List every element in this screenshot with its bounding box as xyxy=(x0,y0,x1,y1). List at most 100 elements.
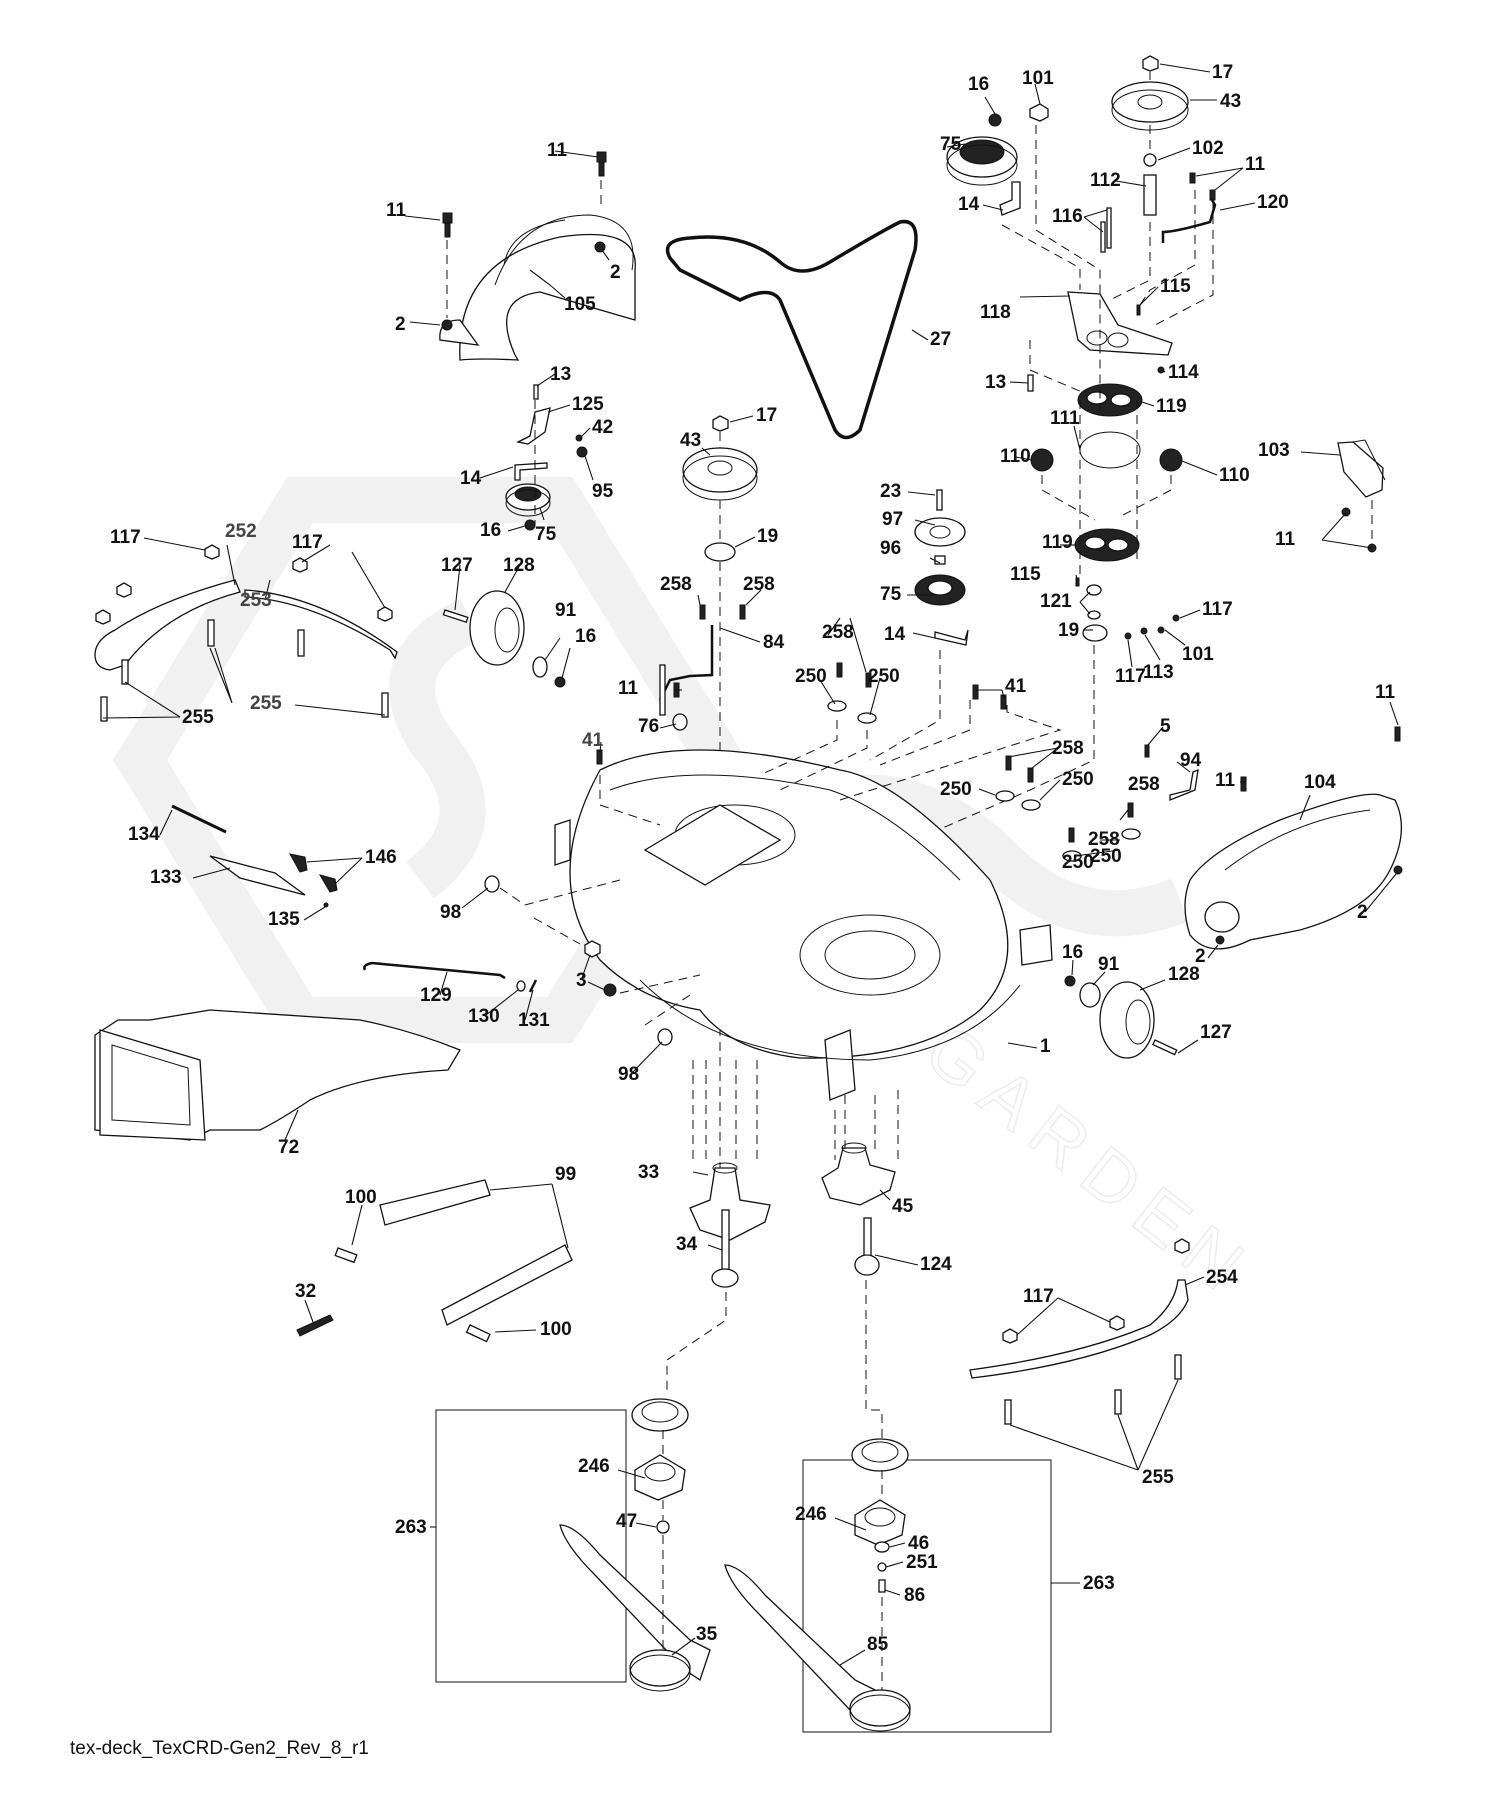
callout-76[interactable]: 76 xyxy=(638,716,659,737)
callout-2[interactable]: 2 xyxy=(1357,902,1368,923)
discharge-cover-104[interactable] xyxy=(1184,793,1403,950)
discharge-chute-72[interactable] xyxy=(94,1009,461,1141)
blade-85[interactable] xyxy=(724,1564,876,1722)
rod-84[interactable] xyxy=(658,625,714,701)
callout-85[interactable]: 85 xyxy=(867,1634,889,1655)
callout-102[interactable]: 102 xyxy=(1192,138,1224,159)
callout-118[interactable]: 118 xyxy=(980,302,1011,323)
pulley-43[interactable] xyxy=(682,447,758,501)
callout-75[interactable]: 75 xyxy=(940,134,962,155)
callout-33[interactable]: 33 xyxy=(638,1162,659,1183)
callout-115[interactable]: 115 xyxy=(1010,564,1041,585)
callout-95[interactable]: 95 xyxy=(592,481,614,502)
idler-pulley-75[interactable] xyxy=(914,574,966,606)
callout-17[interactable]: 17 xyxy=(1212,62,1233,83)
callout-114[interactable]: 114 xyxy=(1168,362,1199,383)
callout-86[interactable]: 86 xyxy=(904,1585,925,1606)
belt-cover-105[interactable] xyxy=(439,214,636,361)
spindle-shaft-34[interactable] xyxy=(711,1209,739,1288)
callout-251[interactable]: 251 xyxy=(906,1552,938,1573)
callout-5[interactable]: 5 xyxy=(1160,716,1171,737)
callout-127[interactable]: 127 xyxy=(441,555,473,576)
callout-104[interactable]: 104 xyxy=(1304,772,1336,793)
callout-16[interactable]: 16 xyxy=(1062,942,1083,963)
spindle-housing-45[interactable] xyxy=(821,1142,896,1206)
callout-32[interactable]: 32 xyxy=(295,1281,316,1302)
callout-250[interactable]: 250 xyxy=(868,666,900,687)
callout-19[interactable]: 19 xyxy=(757,526,778,547)
pulley-43[interactable] xyxy=(1111,81,1189,131)
callout-254[interactable]: 254 xyxy=(1206,1267,1238,1288)
callout-110[interactable]: 110 xyxy=(1219,465,1250,486)
gear-119[interactable] xyxy=(1074,528,1140,562)
callout-250[interactable]: 250 xyxy=(1062,769,1094,790)
callout-100[interactable]: 100 xyxy=(540,1319,572,1340)
callout-94[interactable]: 94 xyxy=(1180,750,1202,771)
callout-45[interactable]: 45 xyxy=(892,1196,914,1217)
callout-124[interactable]: 124 xyxy=(920,1254,952,1275)
callout-91[interactable]: 91 xyxy=(555,600,577,621)
callout-99[interactable]: 99 xyxy=(555,1164,576,1185)
callout-250[interactable]: 250 xyxy=(1062,852,1094,873)
callout-250[interactable]: 250 xyxy=(940,779,972,800)
callout-258[interactable]: 258 xyxy=(660,574,692,595)
callout-250[interactable]: 250 xyxy=(1090,846,1122,867)
callout-11[interactable]: 11 xyxy=(1245,154,1266,175)
callout-258[interactable]: 258 xyxy=(743,574,775,595)
callout-11[interactable]: 11 xyxy=(1275,529,1296,550)
callout-258[interactable]: 258 xyxy=(1052,738,1084,759)
callout-1[interactable]: 1 xyxy=(1040,1036,1051,1057)
callout-253[interactable]: 253 xyxy=(240,590,272,611)
callout-125[interactable]: 125 xyxy=(572,394,604,415)
idler-pulley-75[interactable] xyxy=(946,136,1018,186)
callout-101[interactable]: 101 xyxy=(1182,644,1214,665)
callout-119[interactable]: 119 xyxy=(1156,396,1187,417)
callout-96[interactable]: 96 xyxy=(880,538,901,559)
callout-16[interactable]: 16 xyxy=(480,520,501,541)
callout-16[interactable]: 16 xyxy=(968,74,989,95)
callout-115[interactable]: 115 xyxy=(1160,276,1191,297)
callout-250[interactable]: 250 xyxy=(795,666,827,687)
callout-135[interactable]: 135 xyxy=(268,909,300,930)
callout-110[interactable]: 110 xyxy=(1000,446,1031,467)
callout-72[interactable]: 72 xyxy=(278,1137,299,1158)
arm-99[interactable] xyxy=(379,1179,491,1226)
callout-46[interactable]: 46 xyxy=(908,1533,929,1554)
callout-16[interactable]: 16 xyxy=(575,626,596,647)
callout-2[interactable]: 2 xyxy=(1195,946,1206,967)
callout-127[interactable]: 127 xyxy=(1200,1022,1232,1043)
callout-84[interactable]: 84 xyxy=(763,632,785,653)
callout-116[interactable]: 116 xyxy=(1052,206,1083,227)
callout-23[interactable]: 23 xyxy=(880,481,901,502)
callout-255[interactable]: 255 xyxy=(182,707,214,728)
callout-258[interactable]: 258 xyxy=(1128,774,1160,795)
callout-128[interactable]: 128 xyxy=(503,555,535,576)
callout-17[interactable]: 17 xyxy=(756,405,777,426)
blade-adapter-right[interactable] xyxy=(851,1438,909,1472)
callout-75[interactable]: 75 xyxy=(535,524,557,545)
mower-deck-1[interactable] xyxy=(554,749,1053,1101)
callout-3[interactable]: 3 xyxy=(576,970,587,991)
callout-35[interactable]: 35 xyxy=(696,1624,718,1645)
callout-117[interactable]: 117 xyxy=(1115,666,1146,687)
blade-cover-left[interactable] xyxy=(629,1649,691,1692)
callout-146[interactable]: 146 xyxy=(365,847,397,868)
callout-119[interactable]: 119 xyxy=(1042,532,1073,553)
callout-258[interactable]: 258 xyxy=(822,622,854,643)
callout-246[interactable]: 246 xyxy=(795,1504,827,1525)
callout-75[interactable]: 75 xyxy=(880,584,902,605)
callout-263[interactable]: 263 xyxy=(1083,1573,1115,1594)
bracket-plate-118[interactable] xyxy=(1067,291,1173,356)
callout-13[interactable]: 13 xyxy=(550,364,571,385)
callout-129[interactable]: 129 xyxy=(420,985,452,1006)
link-rod-129[interactable] xyxy=(363,961,506,980)
callout-101[interactable]: 101 xyxy=(1022,68,1054,89)
callout-112[interactable]: 112 xyxy=(1090,170,1121,191)
pulley-97[interactable] xyxy=(914,517,966,547)
callout-98[interactable]: 98 xyxy=(440,902,461,923)
callout-131[interactable]: 131 xyxy=(518,1010,550,1031)
gauge-wheel-128[interactable] xyxy=(469,590,525,666)
callout-105[interactable]: 105 xyxy=(564,294,596,315)
callout-111[interactable]: 111 xyxy=(1050,408,1080,429)
bracket-125[interactable] xyxy=(516,407,551,445)
